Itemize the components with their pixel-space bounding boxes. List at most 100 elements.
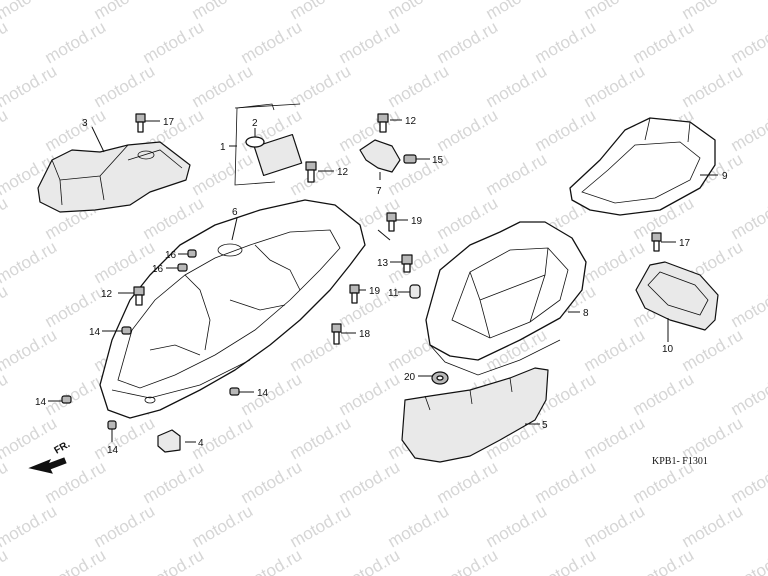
callout-16b: 16 xyxy=(152,264,164,275)
callout-9: 9 xyxy=(722,171,728,182)
callout-13: 13 xyxy=(377,258,389,269)
watermark-text-176: motod.ru xyxy=(581,501,649,551)
watermark-text-137: motod.ru xyxy=(336,369,404,419)
clip-4 xyxy=(157,429,181,453)
watermark-text-185: motod.ru xyxy=(336,545,404,576)
callout-6: 6 xyxy=(232,207,238,218)
watermark-text-93: motod.ru xyxy=(728,193,768,243)
fastener-group xyxy=(331,212,421,345)
callout-12c: 12 xyxy=(337,167,349,178)
watermark-text-141: motod.ru xyxy=(728,369,768,419)
callout-2: 2 xyxy=(252,118,258,129)
watermark-text-177: motod.ru xyxy=(679,501,747,551)
watermark-text-175: motod.ru xyxy=(483,501,551,551)
watermark-text-110: motod.ru xyxy=(42,281,110,331)
watermark-text-67: motod.ru xyxy=(532,105,600,155)
watermark-text-136: motod.ru xyxy=(238,369,306,419)
callout-10: 10 xyxy=(662,344,674,355)
watermark-text-37: motod.ru xyxy=(0,17,11,67)
watermark-text-134: motod.ru xyxy=(42,369,110,419)
watermark-text-189: motod.ru xyxy=(728,545,768,576)
watermark-text-159: motod.ru xyxy=(140,457,208,507)
callout-11: 11 xyxy=(388,288,399,299)
clip-16-group xyxy=(177,249,197,272)
watermark-text-163: motod.ru xyxy=(532,457,600,507)
diagram-code: KPB1- F1301 xyxy=(652,456,708,467)
watermark-text-160: motod.ru xyxy=(238,457,306,507)
watermark-text-172: motod.ru xyxy=(189,501,257,551)
callout-12b: 12 xyxy=(405,116,417,127)
watermark-text-85: motod.ru xyxy=(0,193,11,243)
callout-12a: 12 xyxy=(101,289,113,300)
watermark-text-182: motod.ru xyxy=(42,545,110,576)
watermark-text-44: motod.ru xyxy=(630,17,698,67)
watermark-text-149: motod.ru xyxy=(287,413,355,463)
watermark-text-61: motod.ru xyxy=(0,105,11,155)
watermark-text-147: motod.ru xyxy=(91,413,159,463)
bolt-12-group xyxy=(133,113,389,306)
watermark-text-152: motod.ru xyxy=(581,413,649,463)
watermark-text-62: motod.ru xyxy=(42,105,110,155)
watermark-text-104: motod.ru xyxy=(581,237,649,287)
direction-label: FR. xyxy=(53,439,73,457)
part-8-luggage-box xyxy=(425,221,587,376)
callout-14c: 14 xyxy=(107,445,119,456)
part-5-liner xyxy=(401,367,549,463)
callout-16a: 16 xyxy=(165,250,177,261)
callout-labels: 3 17 1 2 4 5 6 7 8 9 10 11 12 12 12 13 1… xyxy=(35,116,728,456)
watermark-text-39: motod.ru xyxy=(140,17,208,67)
part-7-bracket xyxy=(359,139,417,173)
watermark-text-186: motod.ru xyxy=(434,545,502,576)
watermark-text-157: motod.ru xyxy=(0,457,11,507)
callout-20: 20 xyxy=(404,372,416,383)
callout-17b: 17 xyxy=(679,238,691,249)
watermark-text-56: motod.ru xyxy=(581,61,649,111)
callout-19b: 19 xyxy=(369,286,381,297)
watermark-text-162: motod.ru xyxy=(434,457,502,507)
watermark-text-184: motod.ru xyxy=(238,545,306,576)
watermark-text-40: motod.ru xyxy=(238,17,306,67)
watermark-text-122: motod.ru xyxy=(0,325,60,375)
callout-8: 8 xyxy=(583,308,589,319)
watermark-text-133: motod.ru xyxy=(0,369,11,419)
callout-15: 15 xyxy=(432,155,444,166)
watermark-text-98: motod.ru xyxy=(0,237,60,287)
watermark-text-188: motod.ru xyxy=(630,545,698,576)
watermark-text-26: motod.ru xyxy=(0,0,60,23)
watermark-text-41: motod.ru xyxy=(336,17,404,67)
watermark-text-128: motod.ru xyxy=(581,325,649,375)
watermark-text-161: motod.ru xyxy=(336,457,404,507)
watermark-text-165: motod.ru xyxy=(728,457,768,507)
watermark-text-146: motod.ru xyxy=(0,413,60,463)
callout-19a: 19 xyxy=(411,216,423,227)
callout-14d: 14 xyxy=(257,388,269,399)
watermark-text-174: motod.ru xyxy=(385,501,453,551)
part-9-tray xyxy=(569,117,716,216)
callout-3: 3 xyxy=(82,118,88,129)
callout-14a: 14 xyxy=(89,327,101,338)
front-direction-arrow xyxy=(28,457,67,474)
watermark-text-183: motod.ru xyxy=(140,545,208,576)
watermark-text-43: motod.ru xyxy=(532,17,600,67)
watermark-text-51: motod.ru xyxy=(91,61,159,111)
watermark-text-117: motod.ru xyxy=(728,281,768,331)
bolt-17a xyxy=(135,113,146,133)
watermark-text-54: motod.ru xyxy=(385,61,453,111)
callout-14b: 14 xyxy=(35,397,47,408)
watermark-text-171: motod.ru xyxy=(91,501,159,551)
watermark-text-140: motod.ru xyxy=(630,369,698,419)
watermark-text-69: motod.ru xyxy=(728,105,768,155)
callout-17a: 17 xyxy=(163,117,175,128)
watermark-text-76: motod.ru xyxy=(189,149,257,199)
watermark-text-45: motod.ru xyxy=(728,17,768,67)
watermark-text-173: motod.ru xyxy=(287,501,355,551)
watermark-text-79: motod.ru xyxy=(483,149,551,199)
watermark-text-187: motod.ru xyxy=(532,545,600,576)
part-6-luggage-body xyxy=(99,199,366,419)
leader-lines xyxy=(48,119,718,443)
watermark-text-109: motod.ru xyxy=(0,281,11,331)
watermark-text-170: motod.ru xyxy=(0,501,60,551)
watermark-text-50: motod.ru xyxy=(0,61,60,111)
watermark-text-42: motod.ru xyxy=(434,17,502,67)
